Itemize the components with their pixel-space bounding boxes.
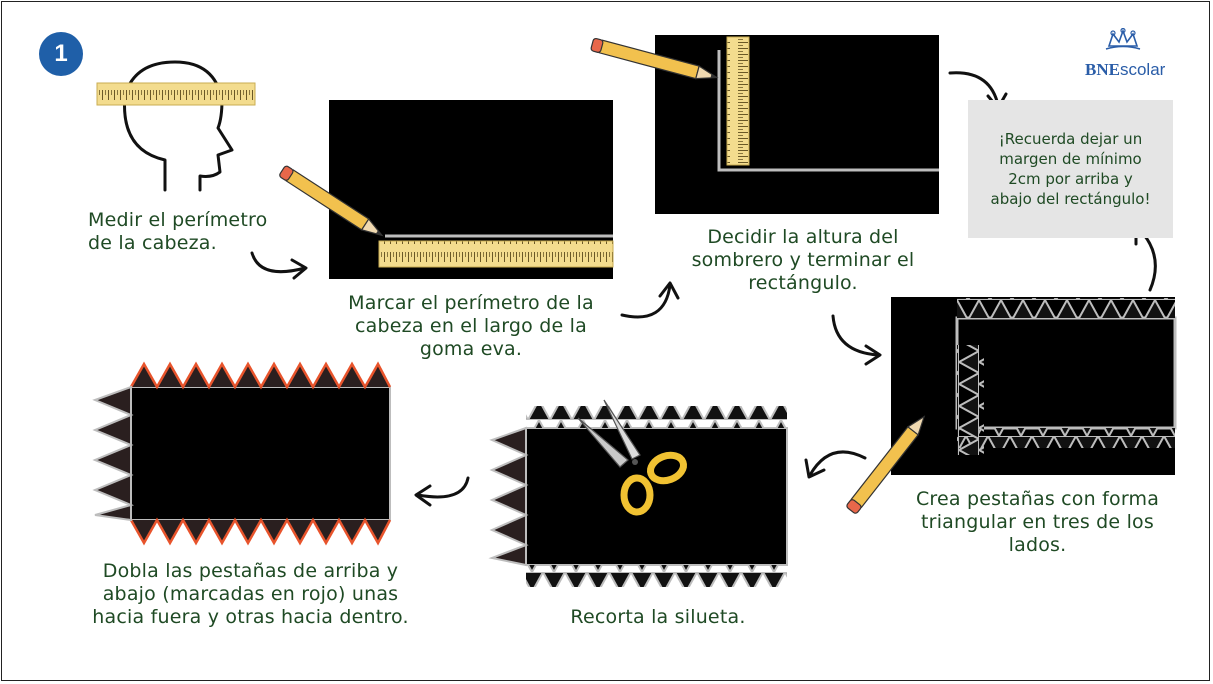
arrow-icon [250, 251, 308, 280]
caption-height: Decidir la altura del sombrero y termina… [691, 226, 915, 294]
caption-mark: Marcar el perímetro de la cabeza en el l… [348, 292, 594, 360]
caption-measure: Medir el perímetro de la cabeza. [88, 209, 268, 254]
reminder-note-text: ¡Recuerda dejar un margen de mínimo 2cm … [990, 130, 1151, 208]
crown-icon [1105, 28, 1141, 50]
caption-fold: Dobla las pestañas de arriba y abajo (ma… [92, 560, 409, 628]
brand-bold-text: BNE [1085, 60, 1120, 79]
cut-silhouette [488, 406, 788, 587]
ruler-icon [96, 82, 256, 106]
arrow-icon [831, 314, 882, 366]
scissors-icon [577, 399, 687, 516]
top-tabs [957, 298, 1175, 318]
ruler-icon [378, 240, 614, 268]
pencil-icon [846, 415, 926, 514]
reminder-note: ¡Recuerda dejar un margen de mínimo 2cm … [968, 100, 1173, 238]
bottom-tabs [957, 428, 1175, 448]
step-number-badge: 1 [39, 32, 83, 76]
arrow-icon [804, 450, 867, 479]
foam-sheet-2 [655, 35, 939, 214]
head-icon [123, 60, 234, 192]
arrow-icon [414, 476, 470, 507]
caption-cut: Recorta la silueta. [570, 606, 746, 628]
folded-silhouette [92, 361, 392, 546]
arrow-icon [620, 281, 680, 319]
rectangle-outline [717, 50, 939, 172]
brand-light-text: scolar [1119, 60, 1166, 79]
pencil-icon [279, 165, 384, 237]
caption-tabs: Crea pestañas con forma triangular en tr… [915, 488, 1160, 556]
left-tabs [957, 345, 984, 455]
ruler-icon [726, 36, 750, 166]
tabbed-rectangle [955, 316, 1177, 430]
bnescolar-logo: BNEscolar [1085, 28, 1166, 80]
pencil-icon [590, 37, 719, 80]
